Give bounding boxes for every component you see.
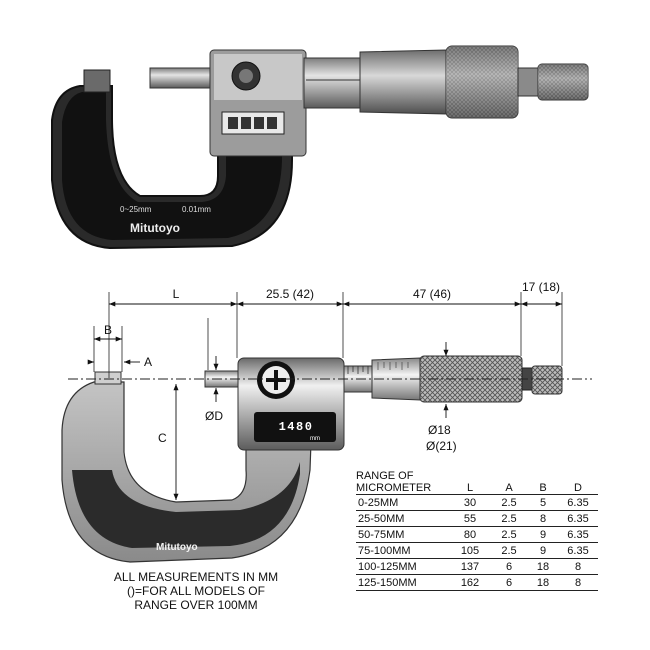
micrometer-drawing: Mitutoyo 1480 mm [61, 280, 592, 563]
counter-unit: mm [310, 436, 320, 442]
table-row: 50-75MM 80 2.5 9 6.35 [356, 526, 598, 543]
cell-B: 18 [528, 558, 558, 575]
header-L: L [466, 482, 474, 494]
table-row: 25-50MM 55 2.5 8 6.35 [356, 510, 598, 527]
counter-value: 1480 [279, 420, 314, 434]
cell-B: 9 [528, 542, 558, 559]
header-B: B [539, 482, 547, 494]
header-range-line1: RANGE OF [356, 470, 414, 482]
cell-range: 125-150MM [356, 574, 450, 591]
cell-A: 6 [490, 558, 528, 575]
table-row: 125-150MM 162 6 18 8 [356, 574, 598, 591]
lock-knob-icon [257, 361, 295, 399]
dim-label-21: Ø(21) [426, 439, 457, 453]
cell-D: 8 [558, 558, 598, 575]
drawing-ratchet [531, 365, 563, 395]
photo-brand-logo: Mitutoyo [130, 221, 180, 235]
dim-label-L: L [173, 287, 180, 301]
cell-L: 30 [450, 494, 490, 511]
photo-ratchet [517, 67, 539, 97]
measurement-note: ALL MEASUREMENTS IN MM ()=FOR ALL MODELS… [86, 570, 306, 612]
cell-D: 6.35 [558, 510, 598, 527]
cell-D: 6.35 [558, 526, 598, 543]
note-line-2: ()=FOR ALL MODELS OF [127, 584, 265, 598]
cell-range: 25-50MM [356, 510, 450, 527]
dim-label-17: 17 (18) [522, 280, 560, 294]
photo-frame-text-1: 0~25mm [120, 205, 152, 214]
header-D: D [574, 482, 582, 494]
drawing-counter-window [254, 412, 336, 442]
photo-spindle [149, 67, 213, 89]
photo-thimble [359, 49, 447, 115]
header-range: RANGE OF MICROMETER [356, 470, 450, 495]
cell-A: 2.5 [490, 510, 528, 527]
cell-B: 8 [528, 510, 558, 527]
cell-B: 18 [528, 574, 558, 591]
photo-sleeve [303, 57, 363, 109]
cell-L: 80 [450, 526, 490, 543]
dim-label-25-5: 25.5 (42) [266, 287, 314, 301]
cell-B: 5 [528, 494, 558, 511]
dim-label-47: 47 (46) [413, 287, 451, 301]
micrometer-photo: 0~25mm 0.01mm Mitutoyo [51, 45, 589, 250]
cell-range: 50-75MM [356, 526, 450, 543]
note-line-1: ALL MEASUREMENTS IN MM [113, 570, 279, 584]
table-row: 100-125MM 137 6 18 8 [356, 558, 598, 575]
dim-label-B: B [104, 323, 112, 337]
photo-frame [51, 85, 293, 250]
cell-D: 6.35 [558, 494, 598, 511]
cell-range: 100-125MM [356, 558, 450, 575]
cell-L: 105 [450, 542, 490, 559]
dim-label-D: ØD [205, 409, 223, 423]
header-range-line2: MICROMETER [356, 482, 432, 494]
range-spec-table: RANGE OF MICROMETER L A B D 0-25MM 30 2.… [356, 470, 598, 591]
photo-frame-text-2: 0.01mm [182, 205, 211, 214]
cell-A: 2.5 [490, 494, 528, 511]
photo-anvil [83, 69, 111, 93]
header-A: A [505, 482, 513, 494]
cell-A: 2.5 [490, 542, 528, 559]
drawing-anvil [94, 371, 122, 385]
cell-D: 6.35 [558, 542, 598, 559]
dim-label-C: C [158, 431, 167, 445]
cell-range: 0-25MM [356, 494, 450, 511]
table-row: 0-25MM 30 2.5 5 6.35 [356, 494, 598, 511]
dim-label-18: Ø18 [428, 423, 451, 437]
cell-D: 8 [558, 574, 598, 591]
cell-range: 75-100MM [356, 542, 450, 559]
cell-A: 2.5 [490, 526, 528, 543]
cell-L: 162 [450, 574, 490, 591]
note-line-3: RANGE OVER 100MM [134, 598, 258, 612]
table-row: 75-100MM 105 2.5 9 6.35 [356, 542, 598, 559]
table-header-row: RANGE OF MICROMETER L A B D [356, 470, 598, 495]
cell-A: 6 [490, 574, 528, 591]
cell-L: 55 [450, 510, 490, 527]
cell-B: 9 [528, 526, 558, 543]
cell-L: 137 [450, 558, 490, 575]
dim-label-A: A [144, 355, 152, 369]
drawing-brand-logo: Mitutoyo [156, 542, 198, 553]
